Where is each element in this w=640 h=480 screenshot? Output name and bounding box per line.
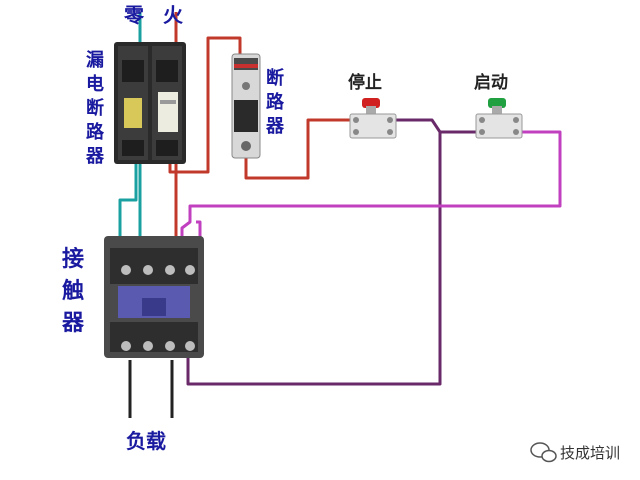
wechat-logo-icon: [530, 442, 557, 463]
label-contactor: 接 触 器: [61, 247, 85, 336]
label-rcd-breaker: 漏 电 断 路 器: [85, 50, 105, 167]
wires: [118, 12, 562, 418]
contactor: [104, 236, 204, 358]
label-rcd-char: 器: [85, 146, 105, 167]
wire-stop-to-start: [394, 118, 480, 134]
label-breaker-char: 器: [265, 116, 285, 137]
live-wire-to-breaker: [168, 36, 242, 174]
label-breaker-char: 路: [266, 91, 285, 113]
label-neutral: 零: [123, 3, 145, 27]
label-stop: 停止: [348, 72, 382, 93]
label-rcd-char: 电: [86, 73, 104, 95]
label-contactor-char: 接: [62, 247, 84, 272]
breaker: [231, 53, 261, 159]
label-rcd-char: 漏: [86, 50, 104, 71]
neutral-wire-down: [118, 160, 138, 250]
label-rcd-char: 路: [86, 121, 105, 143]
wire-start-to-coil: [186, 132, 442, 386]
stop-switch[interactable]: [349, 98, 397, 139]
label-load: 负载: [126, 429, 166, 453]
live-wire-breaker-to-stop: [244, 118, 352, 180]
control-wire-loop: [180, 130, 562, 250]
watermark-text: 技成培训: [560, 444, 620, 462]
label-start: 启动: [474, 72, 508, 93]
label-breaker: 断 路 器: [265, 67, 285, 137]
label-live: 火: [163, 3, 184, 27]
label-rcd-char: 断: [86, 97, 104, 119]
label-contactor-char: 触: [62, 278, 84, 304]
label-breaker-char: 断: [266, 67, 284, 89]
rcd-breaker: [114, 42, 186, 164]
start-switch[interactable]: [475, 98, 523, 139]
label-contactor-char: 器: [61, 311, 85, 336]
watermark: 技成培训: [530, 442, 620, 463]
